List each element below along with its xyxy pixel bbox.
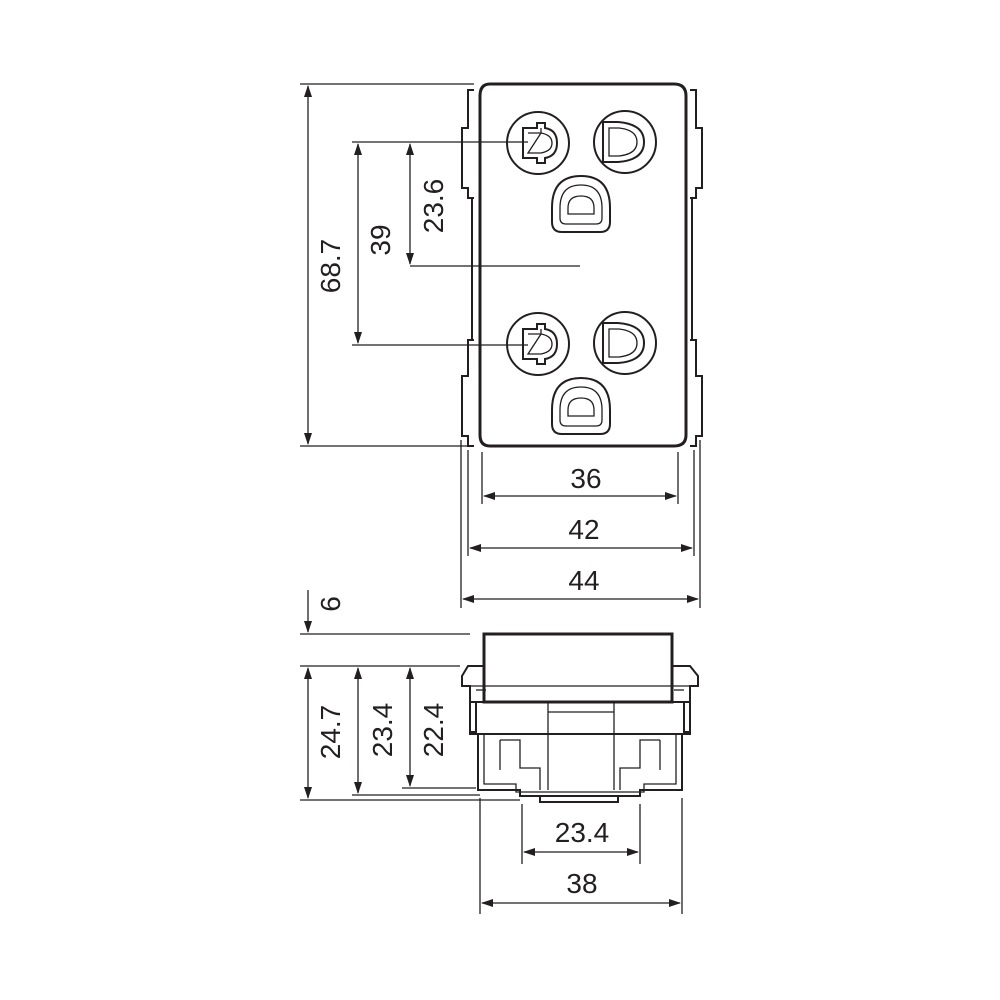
side-middle-band <box>469 701 691 735</box>
dim-overall-width: 44 <box>460 440 701 608</box>
dim-frame-width-label: 42 <box>568 514 599 545</box>
dim-frame-width: 42 <box>467 450 695 556</box>
dim-side-depth-inner-label: 22.4 <box>418 703 449 758</box>
upper-ground-slot <box>551 174 611 233</box>
dim-side-depth-inner: 22.4 <box>402 667 476 789</box>
dim-outlet-pitch: 39 <box>352 141 528 346</box>
side-rear-housing <box>477 734 683 797</box>
side-view <box>461 632 699 803</box>
upper-outlet <box>506 110 657 233</box>
lower-outlet <box>506 311 657 435</box>
upper-right-slot <box>593 110 657 174</box>
frame-left <box>461 89 474 447</box>
dim-front-height: 68.7 <box>300 83 474 447</box>
dim-side-depth-mid-label: 23.4 <box>367 703 398 758</box>
dim-rear-width: 23.4 <box>521 804 641 864</box>
dim-outlet-offset: 23.6 <box>406 143 449 265</box>
upper-left-slot <box>506 111 570 175</box>
dim-side-width-label: 38 <box>566 868 597 899</box>
dim-side-depth-mid: 23.4 <box>352 667 480 796</box>
dim-face-width: 36 <box>481 452 679 504</box>
dim-face-projection: 6 <box>300 590 470 667</box>
dim-side-depth-total-label: 24.7 <box>315 705 346 760</box>
front-view <box>410 82 703 448</box>
face-plate <box>478 82 688 448</box>
side-frame-right <box>672 665 699 733</box>
lower-ground-slot <box>551 376 611 435</box>
dim-front-height-label: 68.7 <box>315 239 346 294</box>
dim-outlet-offset-label: 23.6 <box>418 179 449 234</box>
dim-rear-width-label: 23.4 <box>555 817 610 848</box>
dim-overall-width-label: 44 <box>568 565 599 596</box>
dim-outlet-pitch-label: 39 <box>365 224 396 255</box>
side-frame-left <box>461 665 484 733</box>
lower-right-slot <box>593 311 657 375</box>
dim-face-width-label: 36 <box>570 463 601 494</box>
dim-side-width: 38 <box>479 798 683 914</box>
side-face-block <box>482 632 674 704</box>
dim-side-depth-total: 24.7 <box>300 667 520 801</box>
dim-face-projection-label: 6 <box>315 596 346 612</box>
lower-left-slot <box>506 312 570 376</box>
frame-right <box>690 89 703 447</box>
side-rear-plug <box>539 796 619 803</box>
